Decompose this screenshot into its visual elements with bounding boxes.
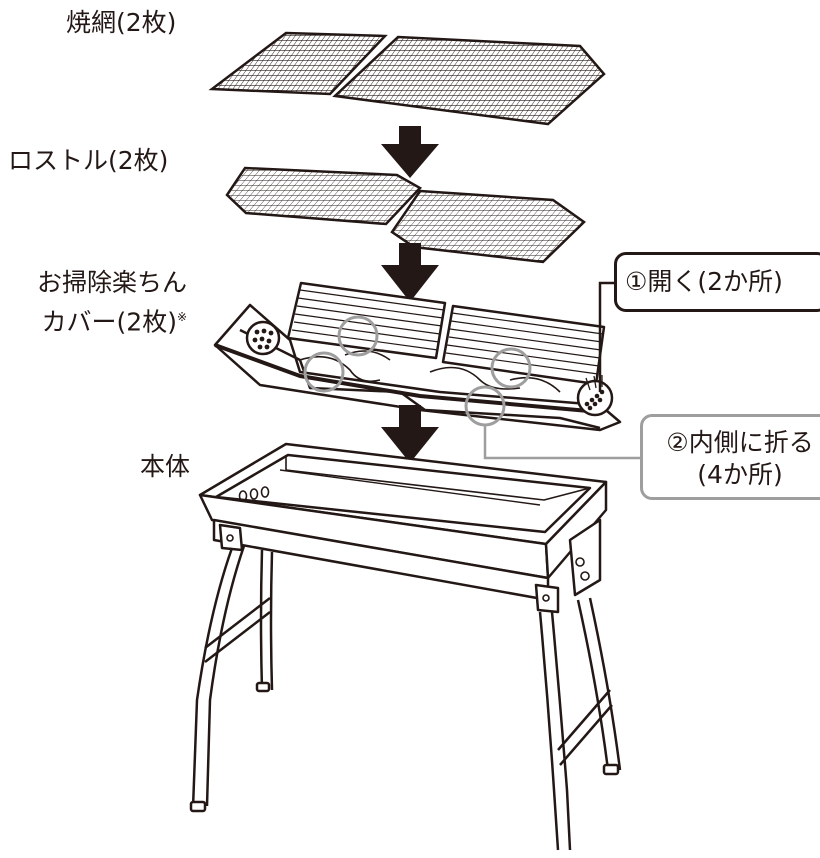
down-arrow-2 [381, 243, 439, 302]
grill-body-label: 本体 [140, 452, 191, 481]
cleaning-cover-label-line1: お掃除楽ちん [37, 268, 188, 297]
callout-fold: ②内側に折る (4か所) [640, 414, 820, 500]
callout-fold-leader [483, 425, 640, 460]
callout-fold-line2: (4か所) [697, 460, 783, 489]
note-mark: ※ [176, 310, 188, 324]
grill-net-illustration [208, 31, 606, 126]
grill-net-label: 焼網(2枚) [66, 8, 177, 37]
rostle-label: ロストル(2枚) [8, 146, 169, 175]
rostle-illustration [225, 166, 586, 264]
cleaning-cover-label-text: カバー(2枚) [41, 307, 177, 337]
down-arrow-3 [381, 405, 439, 463]
callout-open: ①開く(2か所) [614, 252, 820, 312]
cleaning-cover-label: お掃除楽ちん カバー(2枚)※ [37, 266, 187, 339]
grill-body-illustration [189, 442, 622, 851]
cleaning-cover-label-line2: カバー(2枚)※ [37, 300, 187, 339]
callout-fold-line1: ②内側に折る [666, 428, 814, 457]
callout-open-leader [598, 281, 614, 392]
down-arrow-1 [381, 126, 439, 178]
cleaning-cover-illustration [213, 281, 622, 432]
